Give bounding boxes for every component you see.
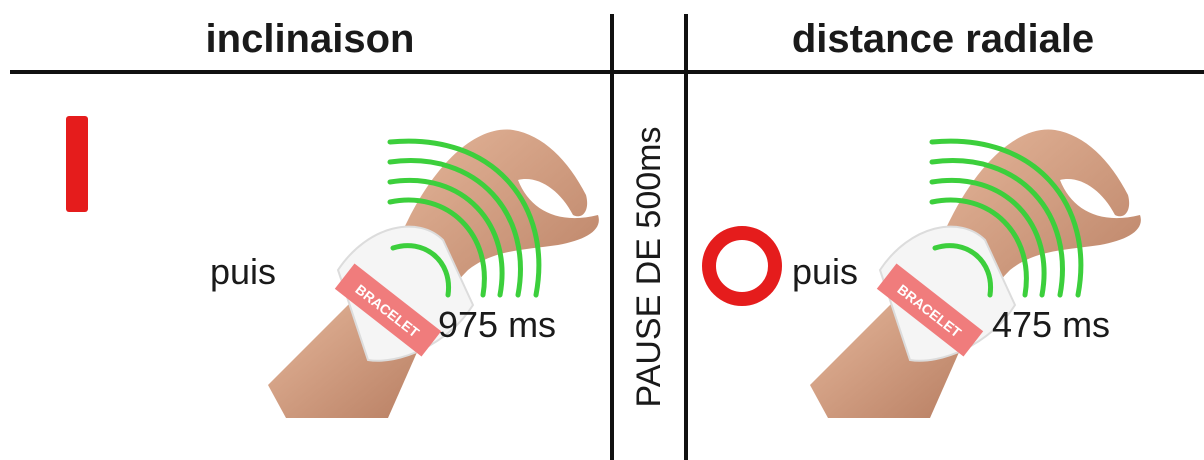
header-divider [10, 70, 1204, 74]
column-divider-right [684, 14, 688, 460]
pause-column: PAUSE DE 500ms [614, 74, 684, 460]
wave-arc-1 [932, 243, 994, 298]
red-circle-marker [702, 226, 782, 306]
wrist-bracelet-illustration-right: BRACELET [810, 129, 1141, 418]
wave-arc-2 [387, 197, 487, 298]
vibration-waves [387, 138, 542, 298]
bracelet-label-bg [334, 263, 442, 357]
pause-label: PAUSE DE 500ms [630, 126, 668, 408]
red-bar-marker [66, 116, 88, 212]
timing-label-right: 475 ms [992, 304, 1111, 345]
bracelet-label-bg [876, 263, 984, 357]
puis-label-left: puis [210, 251, 277, 292]
vibration-waves [929, 138, 1084, 298]
wave-arc-3 [387, 177, 505, 298]
wave-arc-4 [929, 158, 1065, 298]
header-distance-radiale: distance radiale [791, 17, 1095, 61]
header-inclinaison: inclinaison [205, 17, 415, 61]
puis-label-right: puis [792, 251, 859, 292]
wave-arc-5 [387, 138, 542, 298]
wave-arc-1 [390, 243, 452, 298]
wrist-bracelet-illustration-left: BRACELET [268, 129, 599, 418]
wave-arc-5 [929, 138, 1084, 298]
column-divider-left [610, 14, 614, 460]
wave-arc-3 [929, 177, 1047, 298]
timing-label-left: 975 ms [438, 304, 557, 345]
wave-arc-4 [387, 158, 523, 298]
wave-arc-2 [929, 197, 1029, 298]
